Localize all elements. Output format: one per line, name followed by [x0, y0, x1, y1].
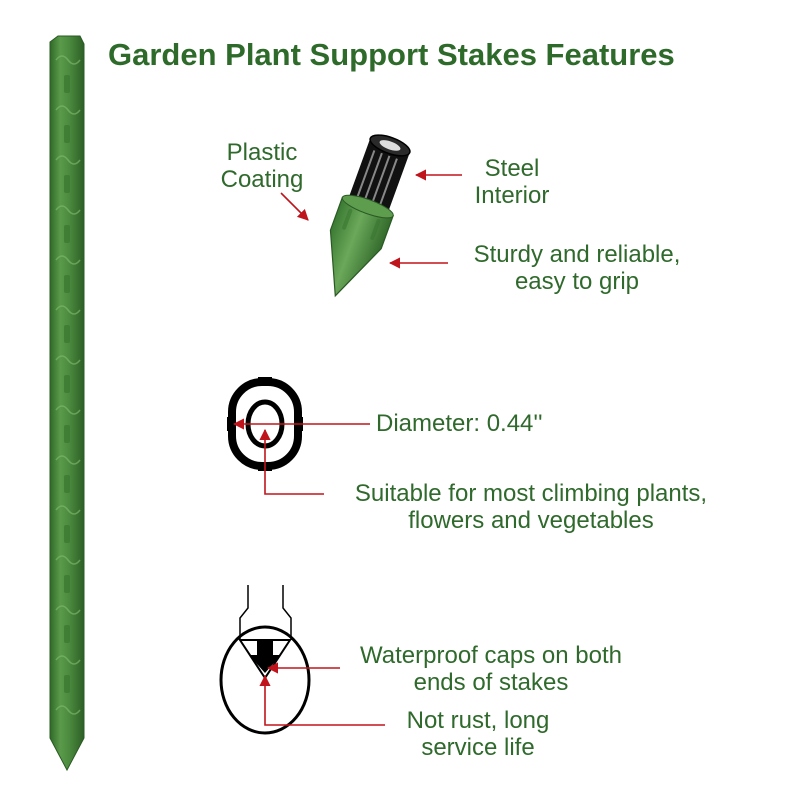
sturdy-line-1: Sturdy and reliable, — [473, 241, 681, 268]
red-arrow-icon — [232, 169, 462, 726]
diameter-label: Diameter: 0.44'' — [376, 410, 543, 437]
no-rust-label: Not rust, long service life — [383, 707, 573, 762]
waterproof-label: Waterproof caps on both ends of stakes — [336, 642, 646, 697]
suitable-line-2: flowers and vegetables — [408, 506, 654, 534]
waterproof-line-1: Waterproof caps on both — [360, 642, 622, 669]
suitable-line-1: Suitable for most climbing plants, — [354, 480, 708, 507]
page-title: Garden Plant Support Stakes Features — [108, 37, 675, 72]
suitable-label: Suitable for most climbing plants, flowe… — [326, 480, 736, 535]
sturdy-label: Sturdy and reliable, easy to grip — [452, 241, 702, 296]
steel-interior-label: Steel Interior — [462, 155, 562, 210]
steel-interior-line-1: Steel — [484, 155, 540, 182]
steel-interior-line-2: Interior — [474, 181, 550, 209]
no-rust-line-1: Not rust, long — [406, 707, 550, 734]
plastic-coating-label: Plastic Coating — [212, 139, 312, 194]
plastic-coating-line-1: Plastic — [226, 139, 298, 166]
waterproof-line-2: ends of stakes — [413, 668, 569, 696]
sturdy-line-2: easy to grip — [514, 267, 640, 295]
stake-tip-cutaway-icon — [329, 134, 411, 298]
green-stake-icon — [49, 35, 85, 772]
waterproof-cap-icon — [219, 585, 311, 735]
down-arrow-icon — [249, 640, 281, 673]
plastic-coating-line-2: Coating — [220, 165, 304, 193]
no-rust-line-2: service life — [421, 733, 535, 761]
